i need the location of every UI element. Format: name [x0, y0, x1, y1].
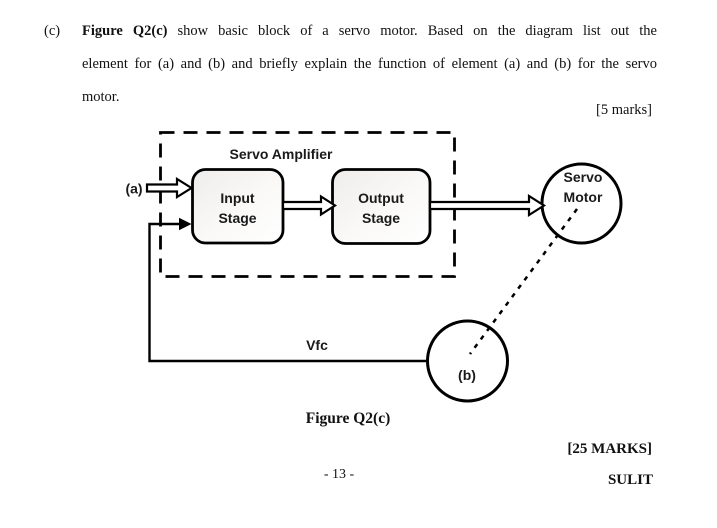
servo-motor-label-line2: Motor	[564, 189, 603, 205]
element-b-label: (b)	[458, 367, 476, 383]
servo-amplifier-label: Servo Amplifier	[230, 146, 334, 162]
servo-motor-label-line1: Servo	[564, 169, 603, 185]
input-stage-block	[191, 168, 285, 245]
question-line-1: Figure Q2(c) show basic block of a servo…	[82, 15, 657, 48]
servo-amplifier-boundary	[159, 131, 456, 278]
arrow-output-to-motor	[428, 194, 547, 217]
question-line-2: element for (a) and (b) and briefly expl…	[82, 56, 657, 72]
input-stage-label-line2: Stage	[218, 210, 256, 226]
element-a-label: (a)	[125, 181, 142, 197]
feedback-vfc-label: Vfc	[306, 337, 328, 353]
arrow-input-to-output	[281, 194, 338, 217]
input-stage-label-line1: Input	[220, 190, 255, 206]
footer-sulit: SULIT	[607, 472, 653, 488]
figure-caption: Figure Q2(c)	[305, 410, 391, 427]
output-stage-block	[331, 168, 432, 245]
motor-b-dotted-link	[468, 208, 579, 355]
question-item-label: (c)	[44, 23, 61, 39]
arrow-a-to-input	[145, 177, 194, 199]
figure-reference: Figure Q2(c)	[82, 23, 168, 39]
page-number: - 13 -	[323, 467, 355, 482]
marks-badge: [5 marks]	[596, 102, 652, 118]
question-line-3: motor.	[82, 89, 120, 105]
question-line-1-rest: show basic block of a servo motor. Based…	[167, 23, 657, 39]
output-stage-label-line1: Output	[358, 190, 404, 206]
feedback-arrowhead	[179, 217, 192, 231]
element-b-node	[426, 319, 509, 403]
output-stage-label-line2: Stage	[362, 210, 400, 226]
total-marks-badge: [25 MARKS]	[567, 441, 652, 457]
question-text: Figure Q2(c) show basic block of a servo…	[82, 15, 657, 114]
feedback-path	[148, 222, 428, 363]
